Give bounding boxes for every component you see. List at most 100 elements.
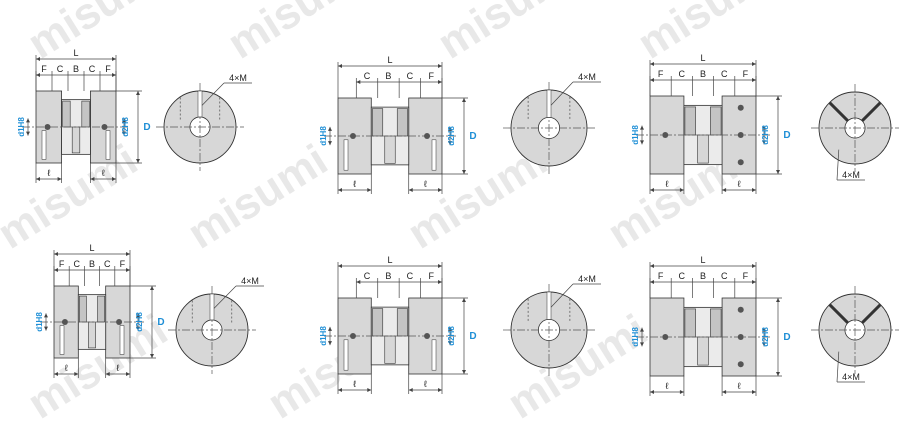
watermark-text: misumi bbox=[219, 0, 376, 68]
label-C: C bbox=[57, 64, 64, 74]
jaw-segment bbox=[79, 295, 87, 323]
arrow-head bbox=[126, 252, 130, 256]
arrow-head bbox=[776, 372, 780, 376]
label-B: B bbox=[700, 271, 706, 281]
arrow-head bbox=[328, 341, 332, 346]
clamp-slit bbox=[343, 139, 349, 171]
clamp-slit bbox=[431, 339, 437, 371]
jaw-segment bbox=[371, 308, 384, 337]
arrow-head bbox=[448, 341, 452, 346]
jaw-segment bbox=[684, 106, 696, 136]
arrow-head bbox=[752, 188, 756, 192]
label-C: C bbox=[104, 259, 111, 269]
arrow-head bbox=[650, 280, 654, 284]
arrow-head bbox=[776, 96, 780, 100]
arrow-head bbox=[105, 372, 110, 376]
label-F: F bbox=[743, 271, 749, 281]
end-slit bbox=[546, 89, 552, 118]
arrow-head bbox=[650, 188, 654, 192]
arrow-head bbox=[126, 268, 130, 272]
arrow-head bbox=[150, 286, 154, 290]
arrow-head bbox=[44, 313, 48, 318]
set-screw-icon bbox=[737, 104, 744, 111]
arrow-head bbox=[650, 390, 654, 394]
label-l-right: ℓ bbox=[116, 363, 120, 373]
arrow-head bbox=[150, 354, 154, 358]
arrow-head bbox=[36, 57, 40, 61]
label-C: C bbox=[74, 259, 81, 269]
leader-line bbox=[550, 283, 574, 308]
arrow-head bbox=[640, 140, 644, 145]
label-C: C bbox=[407, 71, 414, 81]
arrow-head bbox=[136, 91, 140, 95]
leader-line bbox=[201, 82, 225, 106]
label-D: D bbox=[783, 332, 790, 343]
clamp-slit bbox=[41, 130, 47, 160]
label-C: C bbox=[364, 271, 371, 281]
arrow-head bbox=[438, 264, 442, 268]
set-screw-bore bbox=[861, 303, 882, 324]
watermark-text: misumi bbox=[429, 0, 586, 68]
arrow-head bbox=[356, 280, 361, 284]
arrow-head bbox=[752, 264, 756, 268]
label-C: C bbox=[721, 69, 728, 79]
arrow-head bbox=[762, 140, 766, 145]
set-screw-icon bbox=[737, 306, 744, 313]
arrow-head bbox=[44, 326, 48, 331]
label-D: D bbox=[469, 131, 476, 142]
arrow-head bbox=[122, 118, 126, 123]
arrow-head bbox=[367, 188, 372, 192]
label-l-left: ℓ bbox=[353, 179, 357, 189]
label-F: F bbox=[59, 259, 65, 269]
jaw-segment bbox=[396, 308, 409, 337]
arrow-head bbox=[650, 62, 654, 66]
label-D: D bbox=[143, 122, 150, 133]
leader-line bbox=[550, 81, 574, 106]
label-D: D bbox=[157, 317, 164, 328]
screw-hole-icon bbox=[101, 124, 108, 130]
arrow-head bbox=[752, 78, 756, 82]
label-B: B bbox=[700, 69, 706, 79]
arrow-head bbox=[367, 388, 372, 392]
label-l-right: ℓ bbox=[424, 179, 428, 189]
watermark-text: misumi bbox=[19, 0, 176, 68]
label-d1: d1H8 bbox=[17, 117, 26, 137]
screw-hole-icon bbox=[424, 333, 431, 339]
label-d1: d1H8 bbox=[319, 126, 328, 146]
jaw-segment bbox=[684, 308, 696, 338]
arrow-head bbox=[462, 370, 466, 374]
screw-hole-icon bbox=[737, 132, 744, 138]
jaw-segment bbox=[88, 321, 96, 349]
label-L: L bbox=[73, 48, 78, 58]
label-F: F bbox=[120, 259, 126, 269]
end-slit bbox=[546, 291, 552, 320]
label-D: D bbox=[469, 331, 476, 342]
clamp-slit bbox=[431, 139, 437, 171]
screw-hole-icon bbox=[424, 133, 431, 139]
arrow-head bbox=[448, 126, 452, 131]
screw-hole-icon bbox=[349, 133, 356, 139]
arrow-head bbox=[328, 126, 332, 131]
arrow-head bbox=[462, 170, 466, 174]
arrow-head bbox=[328, 326, 332, 331]
jaw-segment bbox=[97, 295, 105, 323]
clamp-slit bbox=[343, 339, 349, 371]
arrow-head bbox=[776, 298, 780, 302]
arrow-head bbox=[36, 177, 40, 181]
label-C: C bbox=[364, 71, 371, 81]
arrow-head bbox=[679, 188, 684, 192]
arrow-head bbox=[438, 280, 442, 284]
label-4xM: 4×M bbox=[578, 72, 596, 82]
arrow-head bbox=[722, 390, 727, 394]
arrow-head bbox=[122, 131, 126, 136]
jaw-segment bbox=[384, 335, 396, 364]
leader-line bbox=[213, 285, 237, 309]
label-F: F bbox=[658, 271, 664, 281]
arrow-head bbox=[438, 80, 442, 84]
arrow-head bbox=[338, 264, 342, 268]
jaw-segment bbox=[81, 100, 90, 128]
